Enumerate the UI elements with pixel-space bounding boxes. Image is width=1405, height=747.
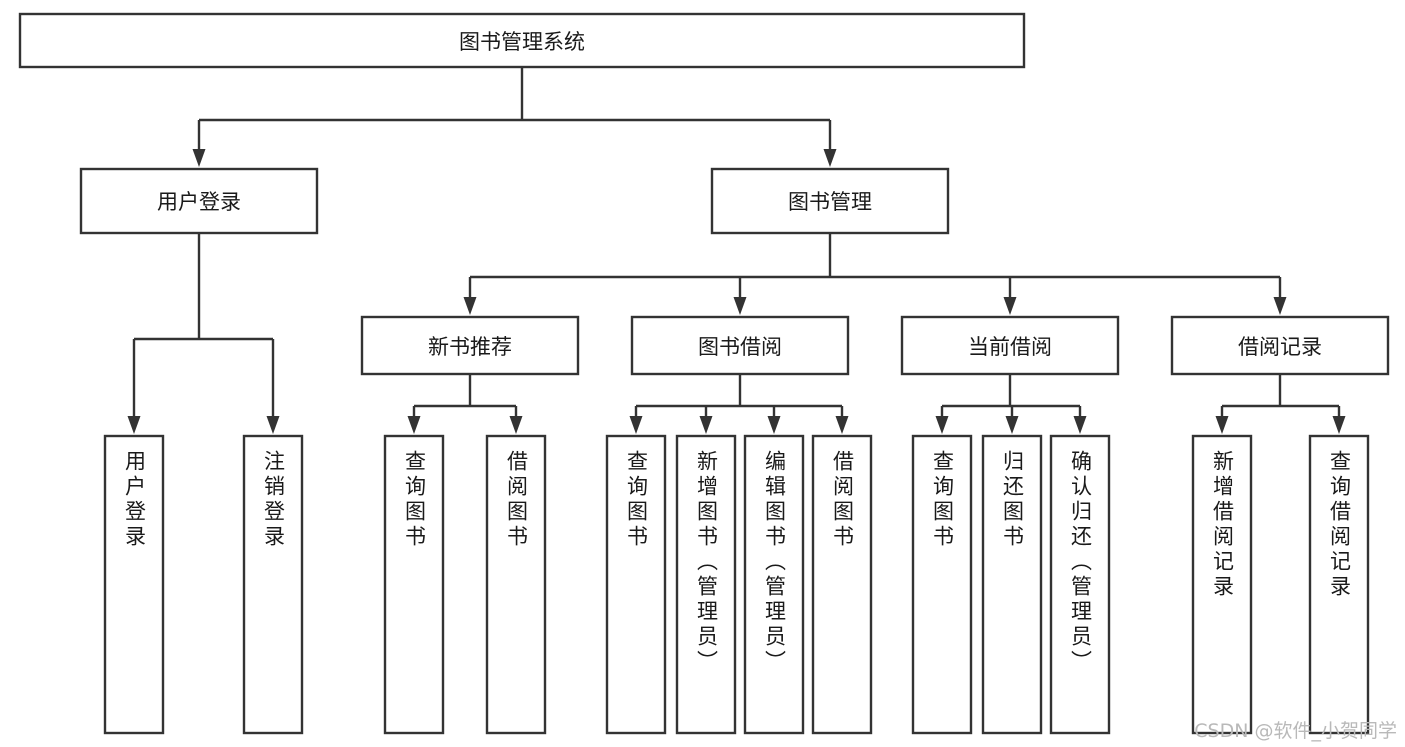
arrow-current-borrow-to-leaf-confirm-return [1073, 416, 1087, 434]
arrow-book-borrow-to-leaf-add-book [699, 416, 713, 434]
node-box-leaf-logout[interactable] [242, 434, 304, 735]
node-box-leaf-return-book[interactable] [981, 434, 1043, 735]
node-box-leaf-user-login[interactable] [103, 434, 165, 735]
node-box-borrow-record[interactable] [1170, 315, 1390, 376]
node-box-book-manage[interactable] [710, 167, 950, 235]
arrow-borrow-record-to-leaf-add-record [1215, 416, 1229, 434]
arrow-root-to-book-manage [823, 149, 837, 167]
arrow-root-to-user-login [192, 149, 206, 167]
node-box-new-book-recommend[interactable] [360, 315, 580, 376]
arrow-book-manage-to-book-borrow [733, 297, 747, 315]
arrow-new-book-recommend-to-leaf-borrow-book-1 [509, 416, 523, 434]
arrow-current-borrow-to-leaf-query-book-3 [935, 416, 949, 434]
node-box-leaf-query-book-2[interactable] [605, 434, 667, 735]
node-box-user-login[interactable] [79, 167, 319, 235]
arrow-book-manage-to-current-borrow [1003, 297, 1017, 315]
arrow-user-login-to-leaf-logout [266, 416, 280, 434]
box-layer [18, 12, 1390, 735]
node-box-leaf-query-book-1[interactable] [383, 434, 445, 735]
arrow-book-borrow-to-leaf-edit-book [767, 416, 781, 434]
connector-layer [127, 67, 1346, 434]
node-box-leaf-add-record[interactable] [1191, 434, 1253, 735]
arrow-user-login-to-leaf-user-login [127, 416, 141, 434]
arrow-new-book-recommend-to-leaf-query-book-1 [407, 416, 421, 434]
arrow-borrow-record-to-leaf-query-record [1332, 416, 1346, 434]
node-box-root[interactable] [18, 12, 1026, 69]
node-box-current-borrow[interactable] [900, 315, 1120, 376]
arrow-book-manage-to-borrow-record [1273, 297, 1287, 315]
arrow-current-borrow-to-leaf-return-book [1005, 416, 1019, 434]
arrow-book-borrow-to-leaf-query-book-2 [629, 416, 643, 434]
arrow-book-borrow-to-leaf-borrow-book-2 [835, 416, 849, 434]
node-box-leaf-query-record[interactable] [1308, 434, 1370, 735]
node-box-leaf-borrow-book-2[interactable] [811, 434, 873, 735]
arrow-book-manage-to-new-book-recommend [463, 297, 477, 315]
node-box-leaf-edit-book[interactable] [743, 434, 805, 735]
node-box-leaf-confirm-return[interactable] [1049, 434, 1111, 735]
node-box-leaf-add-book[interactable] [675, 434, 737, 735]
node-box-leaf-borrow-book-1[interactable] [485, 434, 547, 735]
node-box-book-borrow[interactable] [630, 315, 850, 376]
node-box-leaf-query-book-3[interactable] [911, 434, 973, 735]
